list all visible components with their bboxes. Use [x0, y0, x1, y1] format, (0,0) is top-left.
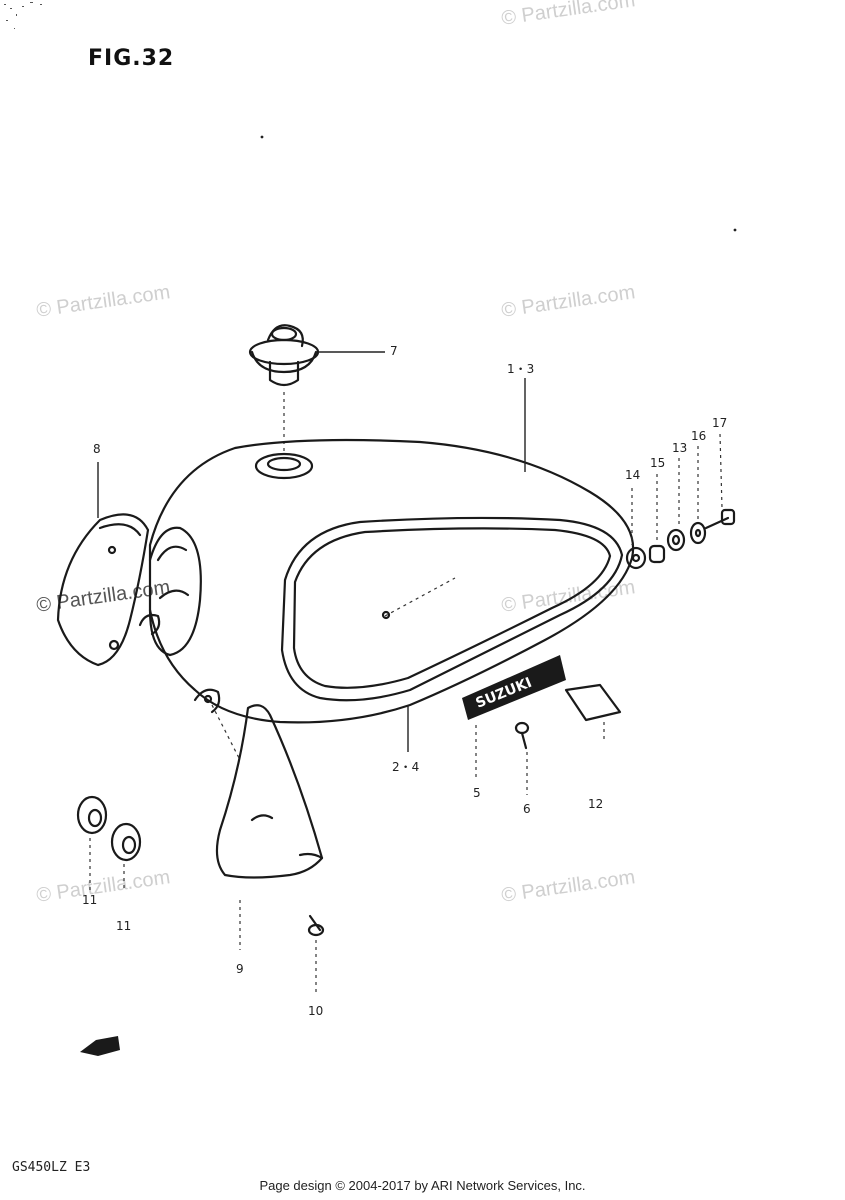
callout-5: 5 [473, 786, 481, 800]
screw [307, 914, 325, 937]
callout-15: 15 [650, 456, 666, 470]
leader-line [719, 433, 723, 509]
figure-title: FIG.32 [88, 46, 175, 71]
cushion-pad [564, 683, 622, 722]
callout-2-4: 2・4 [392, 760, 420, 774]
rubber-cushion [76, 795, 142, 862]
callout-16: 16 [691, 429, 707, 443]
tank-emblem: SUZUKI [462, 655, 566, 720]
callout-6: 6 [523, 802, 531, 816]
callout-7: 7 [390, 344, 398, 358]
fuel-tank [138, 438, 635, 724]
scan-noise [4, 2, 42, 29]
callout-17: 17 [712, 416, 728, 430]
scan-dot [260, 135, 264, 139]
fuel-cap [248, 324, 320, 387]
emblem-screw [514, 721, 530, 750]
model-code: GS450LZ E3 [12, 1160, 91, 1175]
leader-line [211, 704, 241, 761]
heat-shield [215, 704, 324, 879]
scan-dot [733, 228, 737, 232]
callout-13: 13 [672, 441, 688, 455]
mount-hardware [625, 508, 736, 570]
callout-1-3: 1・3 [507, 362, 535, 376]
front-direction-arrow-icon [80, 1036, 120, 1056]
copyright-footer: Page design © 2004-2017 by ARI Network S… [259, 1178, 586, 1193]
callout-14: 14 [625, 468, 641, 482]
callout-8: 8 [93, 442, 101, 456]
callout-11: 11 [82, 893, 98, 907]
callout-10: 10 [308, 1004, 324, 1018]
callout-9: 9 [236, 962, 244, 976]
callout-11: 11 [116, 919, 132, 933]
side-bracket [56, 513, 150, 667]
callout-12: 12 [588, 797, 604, 811]
